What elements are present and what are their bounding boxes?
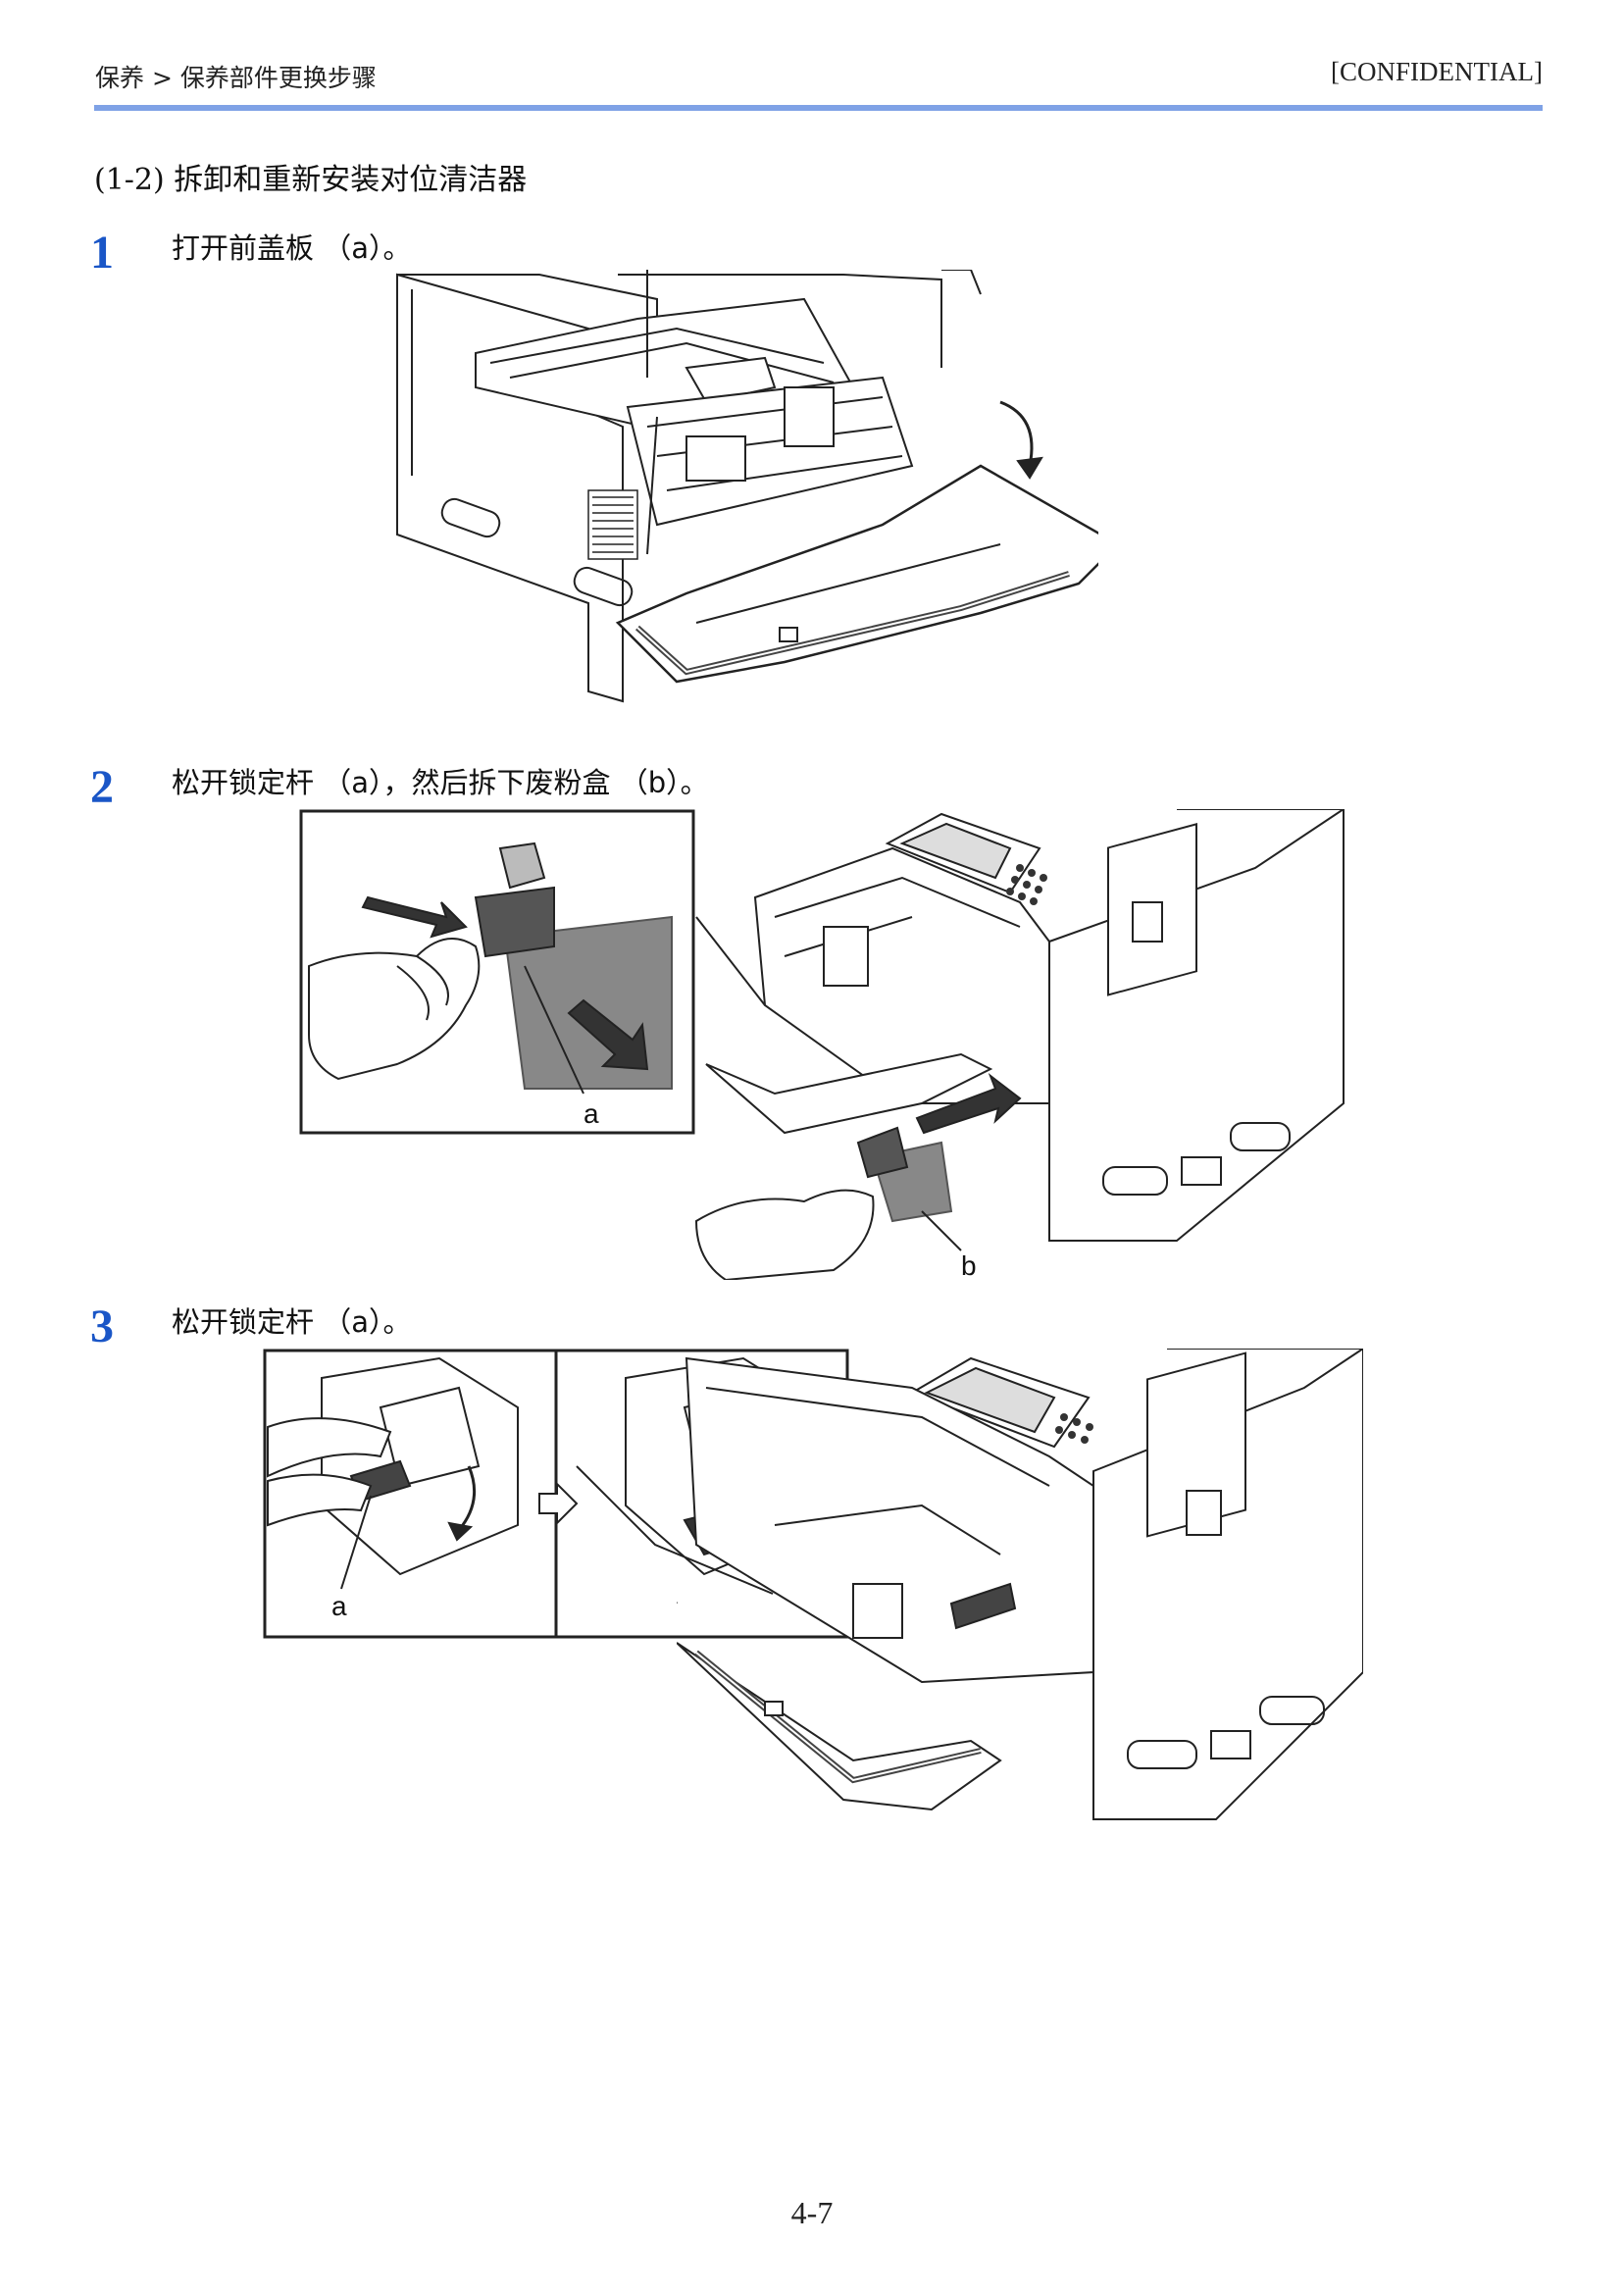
step-2-text: 松开锁定杆 （a），然后拆下废粉盒 （b）。 bbox=[172, 766, 709, 799]
step-1-illustration bbox=[396, 270, 1098, 703]
header-rule bbox=[94, 105, 1543, 111]
step-3-text: 松开锁定杆 （a）。 bbox=[172, 1305, 412, 1339]
step-2-detail-inset: a bbox=[299, 809, 695, 1135]
section-title: (1-2) 拆卸和重新安装对位清洁器 bbox=[94, 163, 528, 197]
confidential-label: [CONFIDENTIAL] bbox=[1331, 57, 1543, 86]
callout-a-step3: a bbox=[331, 1591, 347, 1621]
callout-b: b bbox=[961, 1250, 977, 1280]
step-3-illustration bbox=[677, 1349, 1363, 1820]
callout-a-inset: a bbox=[584, 1098, 599, 1129]
step-1-text: 打开前盖板 （a）。 bbox=[172, 231, 412, 265]
step-2-illustration: b bbox=[694, 809, 1345, 1280]
page-number: 4-7 bbox=[790, 2195, 834, 2230]
step-3-number: 3 bbox=[90, 1300, 114, 1352]
breadcrumb: 保养 > 保养部件更换步骤 bbox=[95, 64, 377, 92]
step-2-number: 2 bbox=[90, 761, 114, 813]
step-1-number: 1 bbox=[90, 227, 114, 279]
